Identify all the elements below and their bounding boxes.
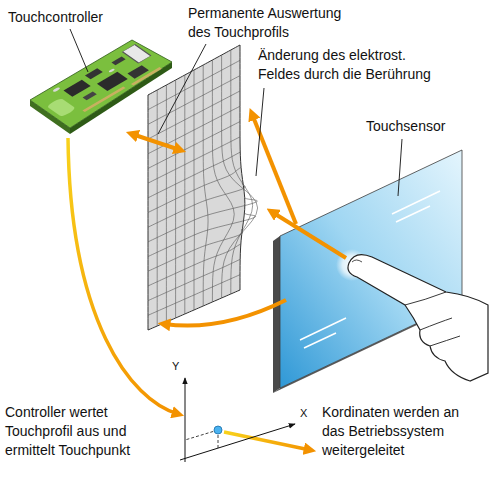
part-label: Touchsensor: [366, 117, 445, 136]
callout-label: Permanente Auswertung des Touchprofils: [188, 4, 358, 42]
note-text: Controller wertet Touchprofil aus und er…: [5, 403, 155, 460]
mesh-line: [148, 275, 240, 316]
mesh-line: [148, 76, 240, 125]
mesh-line: [148, 182, 245, 227]
mesh-line: [148, 167, 241, 212]
mesh-line: [148, 106, 240, 154]
coordinate-axes: [180, 378, 295, 462]
part-label: Touchcontroller: [8, 8, 103, 27]
signal-arrows: [68, 114, 346, 450]
mesh-line: [148, 152, 240, 198]
touch-profile-mesh: [148, 45, 258, 330]
mesh-surface: [148, 45, 245, 330]
mesh-line: [148, 91, 240, 139]
mesh-line: [231, 50, 253, 294]
note-text: Kordinaten werden an das Betriebssystem …: [322, 403, 476, 460]
axis-label: X: [300, 407, 307, 420]
mesh-line: [148, 60, 240, 109]
hand-figure: [348, 255, 488, 381]
callout-label: Änderung des elektrost. Feldes durch die…: [258, 46, 448, 84]
axis-label: Y: [172, 360, 179, 373]
mesh-line: [148, 197, 257, 241]
mesh-line: [148, 259, 240, 300]
